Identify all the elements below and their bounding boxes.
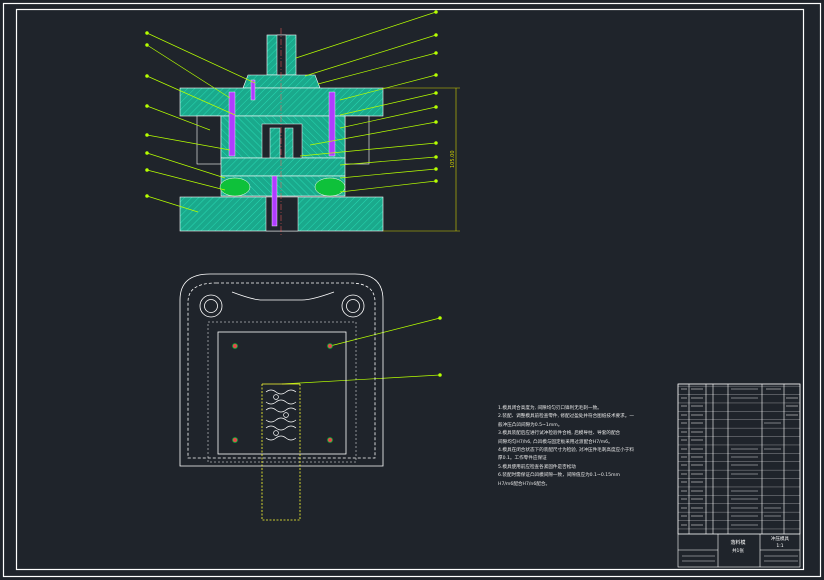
technical-note-line: 3.模具装配后应进行试冲检验件合格, 后模导柱、导套的配合 [498,431,621,437]
technical-note-line: 厚0.1。工作零件应保证 [498,456,547,462]
technical-note-line: 6.装配时需保证凸凹模间隙一致，间隙值应为0.1~0.15mm [498,473,620,479]
pin-upper [250,79,256,101]
lower-die-outline [179,273,384,467]
hole-marks [232,343,333,443]
stripper-plate [220,157,346,177]
screw-left [228,91,236,157]
title-block-scribbles [681,388,798,562]
technical-note-line: 2.装配、调整模具前检查零件, 修配过盈处并符合图纸技术要求。一 [498,414,634,420]
rubber-left [219,177,251,197]
technical-note-line: 1.模具闭合高度为, 间隙均匀刃口锋利无毛刺一致。 [498,406,602,411]
pin-centre [271,175,278,227]
guide-bush-left [196,115,222,165]
title-part-name: 落料模 [730,539,745,546]
section-view [179,28,460,235]
plan-view [179,273,384,467]
leader-lines [145,10,442,385]
technical-note-line: 5.模具使用前应检查各紧固件是否松动 [498,464,576,470]
technical-note-line: H7/m6配合H7/n6配合。 [498,481,551,487]
rubber-right [314,177,346,197]
die-insert [217,331,347,455]
title-scale: 1:1 [776,543,783,549]
technical-note-line: 间隙均匀H7/h6, 凸凹模与固定板采用过渡配合H7/m6。 [498,439,613,445]
inner-frame [15,8,805,571]
guide-hole-right [341,294,365,318]
technical-note-line: 般冲压凸凹间隙为0.5~1mm。 [498,422,563,428]
title-sheet: 共1张 [732,547,744,554]
dimension-height: 105.00 [450,151,456,169]
strip-layout [261,383,301,521]
screw-right [328,91,336,157]
guide-hole-left [199,294,223,318]
guide-bush-right [344,115,370,165]
title-company: 冲压模具 [771,535,789,542]
title-block [677,383,801,568]
technical-note-line: 4.模具在闭合状态下的装配尺寸为检验, 对冲压件毛刺高度应小于料 [498,448,634,453]
